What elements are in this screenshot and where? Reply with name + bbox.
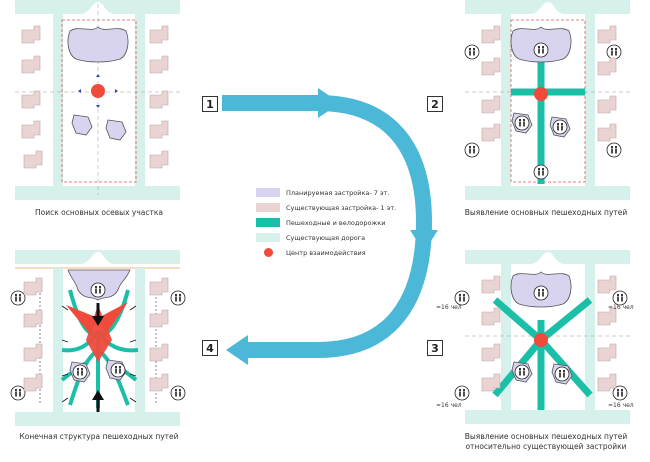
legend-swatch (256, 203, 280, 212)
legend-swatch (256, 188, 280, 197)
caption-panel-2: Выявление основных пешеходных путей (464, 208, 628, 217)
legend-label: Планируемая застройка- 7 эт. (286, 188, 390, 197)
legend-item: Планируемая застройка- 7 эт. (256, 185, 406, 200)
center-dot-icon (264, 248, 273, 257)
legend-label: Существующая застройка- 1 эт. (286, 203, 397, 212)
legend-item: Существующая дорога (256, 230, 406, 245)
legend-item: Центр взаимодействия (256, 245, 406, 260)
panel-2 (464, 0, 630, 200)
people-count-label: ≈16 чел (608, 402, 634, 409)
people-count-label: ≈16 чел (608, 304, 634, 311)
people-count-label: ≈16 чел (436, 304, 462, 311)
caption-panel-1: Поиск основных осевых участка (35, 208, 163, 217)
caption-panel-3-line2: относительно существующей застройки (465, 442, 627, 451)
step-3: 3 (427, 340, 443, 356)
legend-item: Существующая застройка- 1 эт. (256, 200, 406, 215)
legend: Планируемая застройка- 7 эт. Существующа… (256, 185, 406, 260)
step-1: 1 (202, 96, 218, 112)
caption-panel-4: Конечная структура пешеходных путей (19, 432, 179, 441)
panel-1 (15, 0, 180, 200)
legend-swatch (256, 233, 280, 242)
legend-swatch (256, 218, 280, 227)
people-count-label: ≈16 чел (436, 402, 462, 409)
step-4: 4 (202, 340, 218, 356)
caption-panel-3-line1: Выявление основных пешеходных путей (464, 432, 628, 441)
legend-label: Пешеходные и велодорожки (286, 218, 386, 227)
step-2: 2 (427, 96, 443, 112)
panel-3 (454, 250, 630, 424)
panel-4 (10, 250, 186, 426)
legend-label: Центр взаимодействия (286, 248, 366, 257)
flow-arrow-icon (222, 88, 438, 365)
legend-label: Существующая дорога (286, 233, 366, 242)
legend-item: Пешеходные и велодорожки (256, 215, 406, 230)
people-icon (533, 42, 549, 58)
